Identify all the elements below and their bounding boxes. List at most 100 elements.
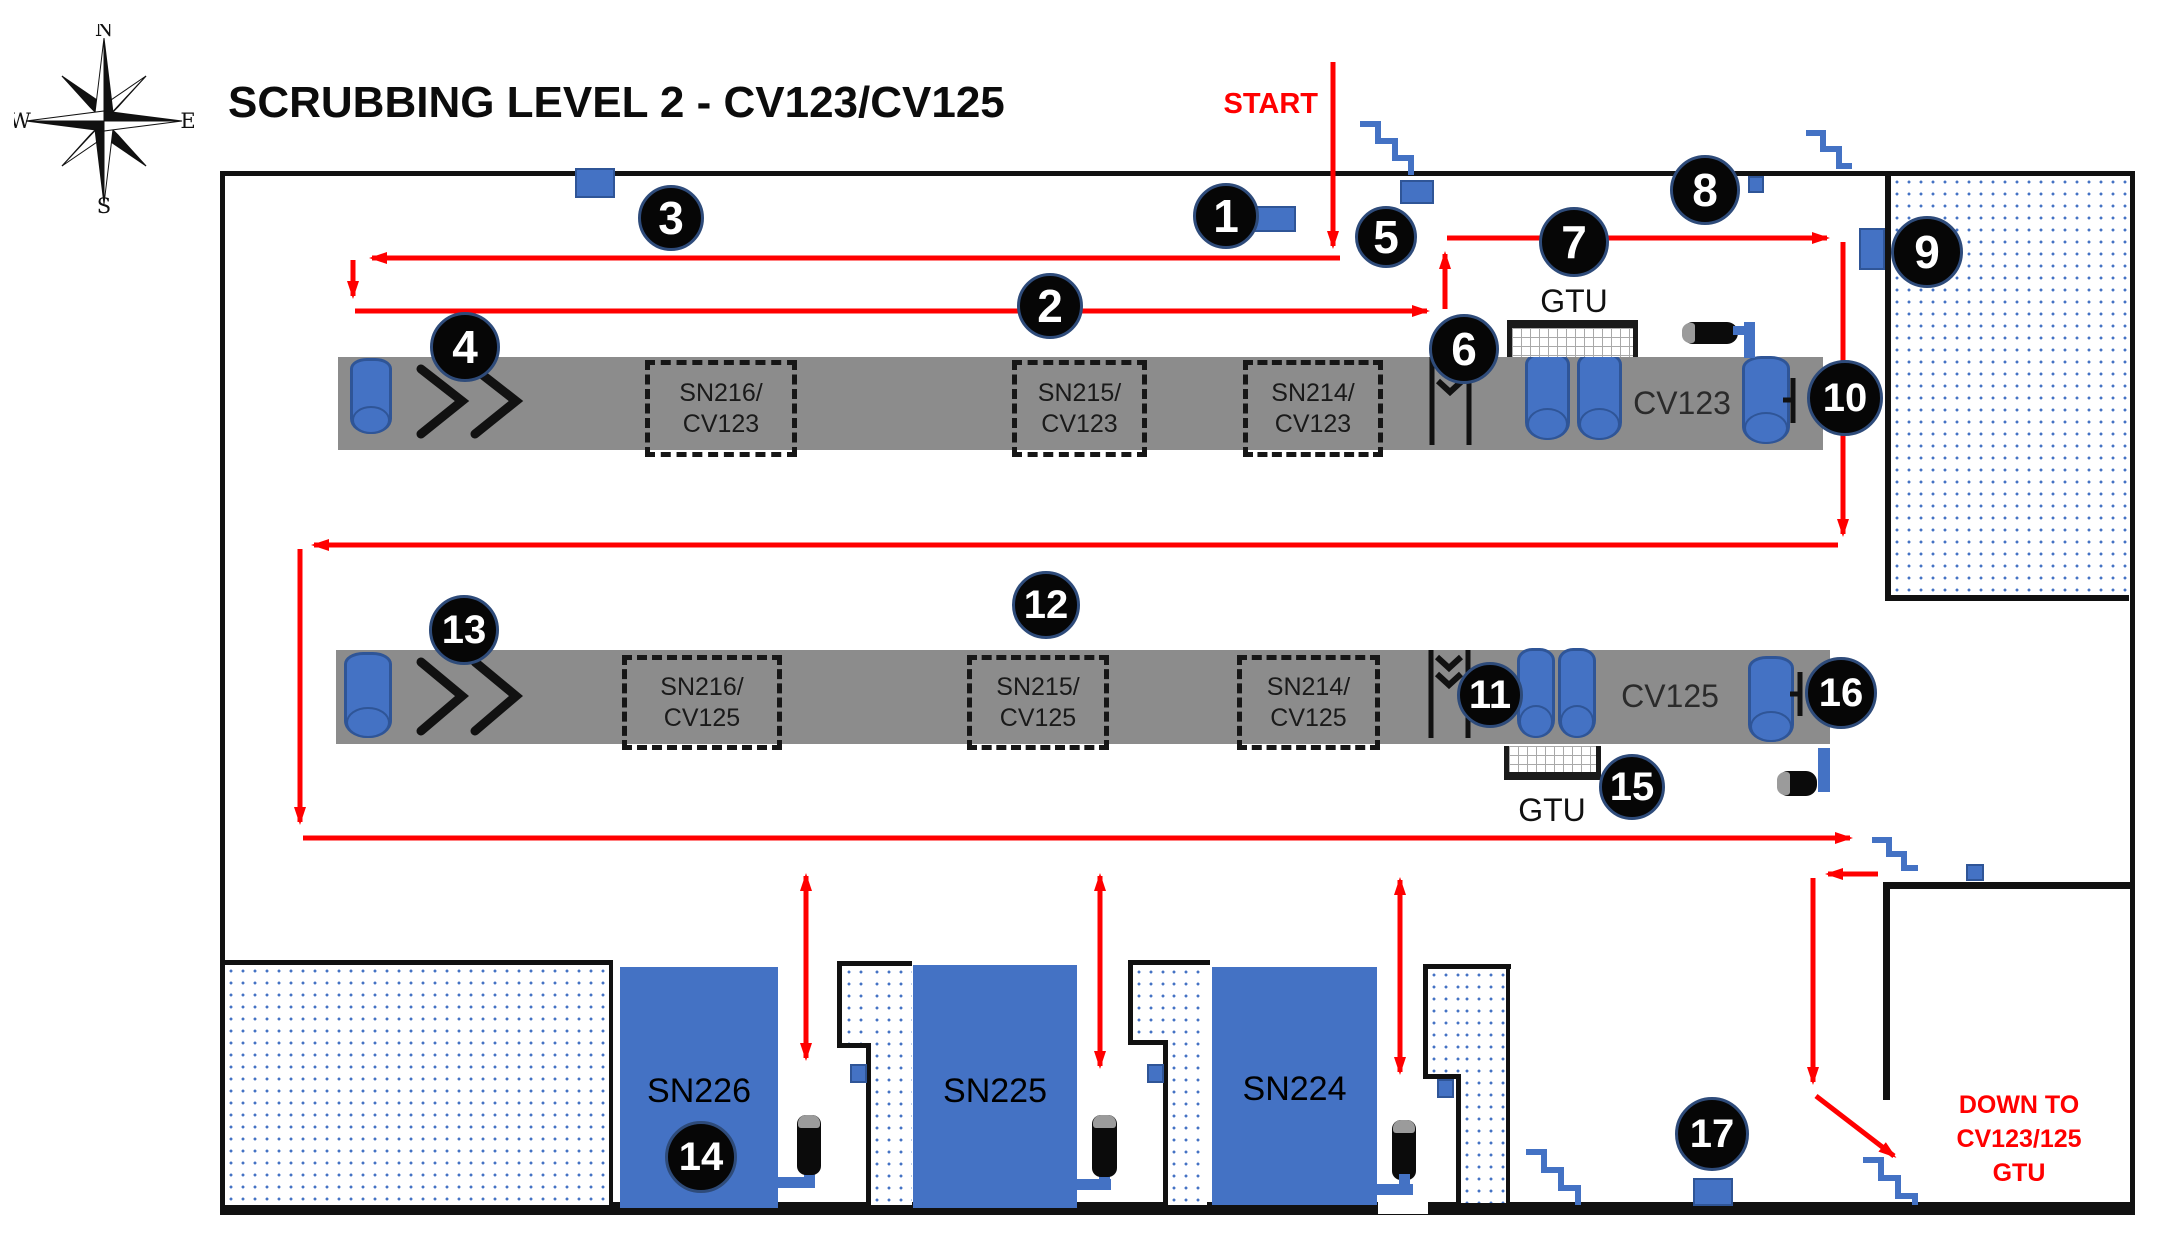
fixture-icon xyxy=(1966,864,1984,881)
waypoint-6: 6 xyxy=(1429,314,1499,384)
gtu-unit-cv123 xyxy=(1507,320,1638,357)
southeast-room-west-wall xyxy=(1883,882,1890,1100)
fixture-icon xyxy=(1693,1178,1733,1206)
fixture-icon xyxy=(1147,1064,1164,1083)
waypoint-3: 3 xyxy=(638,185,704,251)
drum-icon xyxy=(1577,352,1622,440)
exit-caption-line: GTU xyxy=(1992,1159,2046,1187)
wall-edge xyxy=(1506,969,1510,1205)
waypoint-17: 17 xyxy=(1675,1097,1749,1171)
drum-icon xyxy=(1525,352,1570,440)
start-label: START xyxy=(1223,88,1318,120)
pipe-icon xyxy=(1744,322,1755,358)
room-dotted-northeast xyxy=(1891,176,2127,595)
waypoint-15: 15 xyxy=(1599,754,1665,820)
gtu-label-cv123: GTU xyxy=(1540,283,1608,319)
stairs-icon xyxy=(1360,121,1414,175)
section-sn214-cv125: SN214/ CV125 xyxy=(1237,655,1380,750)
compass-east-label: E xyxy=(180,109,194,133)
compass-rose: N S W E xyxy=(14,24,194,214)
wall-edge xyxy=(1423,1074,1461,1079)
northeast-room-south-wall xyxy=(1885,595,2129,601)
section-sn214-cv123: SN214/ CV123 xyxy=(1243,360,1383,457)
room-sn226-label: SN226 xyxy=(647,1072,751,1110)
waypoint-5: 5 xyxy=(1355,206,1417,268)
wall-edge xyxy=(837,1043,871,1048)
stairs-icon xyxy=(1806,130,1852,169)
room-sn224 xyxy=(1212,967,1377,1205)
gtu-label-cv125: GTU xyxy=(1518,792,1586,828)
southwest-room-north-wall xyxy=(222,960,613,965)
black-canister-icon xyxy=(1682,322,1738,344)
section-label-line1: SN214/ xyxy=(1266,672,1351,701)
waypoint-10: 10 xyxy=(1807,360,1883,436)
fixture-icon xyxy=(850,1064,867,1083)
room-sn224-label: SN224 xyxy=(1242,1070,1347,1108)
section-label-line1: SN215/ xyxy=(1037,378,1122,407)
fixture-icon xyxy=(1252,206,1296,232)
wall-edge xyxy=(1128,960,1133,1044)
pipe-icon xyxy=(1733,326,1746,335)
pipe-icon xyxy=(1818,748,1830,792)
waypoint-13: 13 xyxy=(429,595,499,665)
section-label-line2: CV125 xyxy=(1270,703,1347,732)
fixture-icon xyxy=(1437,1079,1454,1098)
southeast-room-north-wall xyxy=(1883,882,2130,889)
conveyor-cv123 xyxy=(338,357,1823,450)
waypoint-8: 8 xyxy=(1670,155,1740,225)
page-title: SCRUBBING LEVEL 2 - CV123/CV125 xyxy=(228,78,1005,127)
wall-edge xyxy=(1423,964,1511,969)
drum-icon xyxy=(350,358,392,434)
conveyor-cv123-label: CV123 xyxy=(1633,385,1731,421)
section-label-line1: SN216/ xyxy=(679,378,763,407)
section-sn215-cv125: SN215/ CV125 xyxy=(967,655,1109,750)
wall-edge xyxy=(1423,964,1428,1079)
pipe-icon xyxy=(1399,1174,1410,1190)
drum-icon xyxy=(344,652,392,738)
gtu-unit-cv125 xyxy=(1504,746,1601,780)
section-label-line1: SN215/ xyxy=(996,672,1080,701)
black-canister-icon xyxy=(797,1115,821,1175)
section-sn215-cv123: SN215/ CV123 xyxy=(1012,360,1147,457)
waypoint-9: 9 xyxy=(1891,216,1963,288)
compass-south-label: S xyxy=(97,194,111,214)
wall-edge xyxy=(837,961,842,1046)
black-canister-icon xyxy=(1777,771,1817,796)
drum-icon xyxy=(1742,356,1790,444)
room-sn225 xyxy=(913,965,1077,1208)
waypoint-11: 11 xyxy=(1457,662,1523,728)
room-sn225-label: SN225 xyxy=(943,1072,1047,1110)
south-wall-door-gap xyxy=(1378,1200,1428,1214)
fixture-icon xyxy=(1748,176,1764,193)
section-label-line1: SN216/ xyxy=(660,672,744,701)
waypoint-12: 12 xyxy=(1012,571,1080,639)
pipe-icon xyxy=(1074,1179,1111,1190)
pipe-icon xyxy=(1375,1184,1413,1195)
section-label-line1: SN214/ xyxy=(1271,378,1355,407)
black-canister-icon xyxy=(1392,1120,1416,1180)
exit-caption: DOWN TO CV123/125 GTU xyxy=(1928,1088,2110,1190)
waypoint-14: 14 xyxy=(665,1121,737,1193)
section-label-line2: CV123 xyxy=(1041,409,1118,438)
section-sn216-cv123: SN216/ CV123 xyxy=(645,360,797,457)
exit-caption-line: DOWN TO xyxy=(1958,1091,2080,1119)
fixture-icon xyxy=(1859,228,1885,270)
room-dotted-southwest xyxy=(225,965,609,1205)
wall-edge xyxy=(1456,1074,1461,1205)
southwest-room-east-wall xyxy=(609,960,613,1207)
wall-edge xyxy=(1163,1040,1168,1205)
fixture-icon xyxy=(1400,180,1434,204)
wall-edge xyxy=(837,961,912,966)
black-canister-icon xyxy=(1092,1115,1117,1177)
wall-pillar xyxy=(871,966,912,1205)
drum-icon xyxy=(1748,656,1794,742)
waypoint-2: 2 xyxy=(1017,273,1083,339)
pipe-icon xyxy=(1099,1170,1110,1185)
waypoint-7: 7 xyxy=(1539,207,1609,277)
section-label-line2: CV125 xyxy=(999,703,1077,732)
compass-north-label: N xyxy=(95,24,113,41)
compass-west-label: W xyxy=(14,109,31,133)
section-label-line2: CV123 xyxy=(1274,409,1352,438)
south-wall xyxy=(220,1202,2130,1213)
